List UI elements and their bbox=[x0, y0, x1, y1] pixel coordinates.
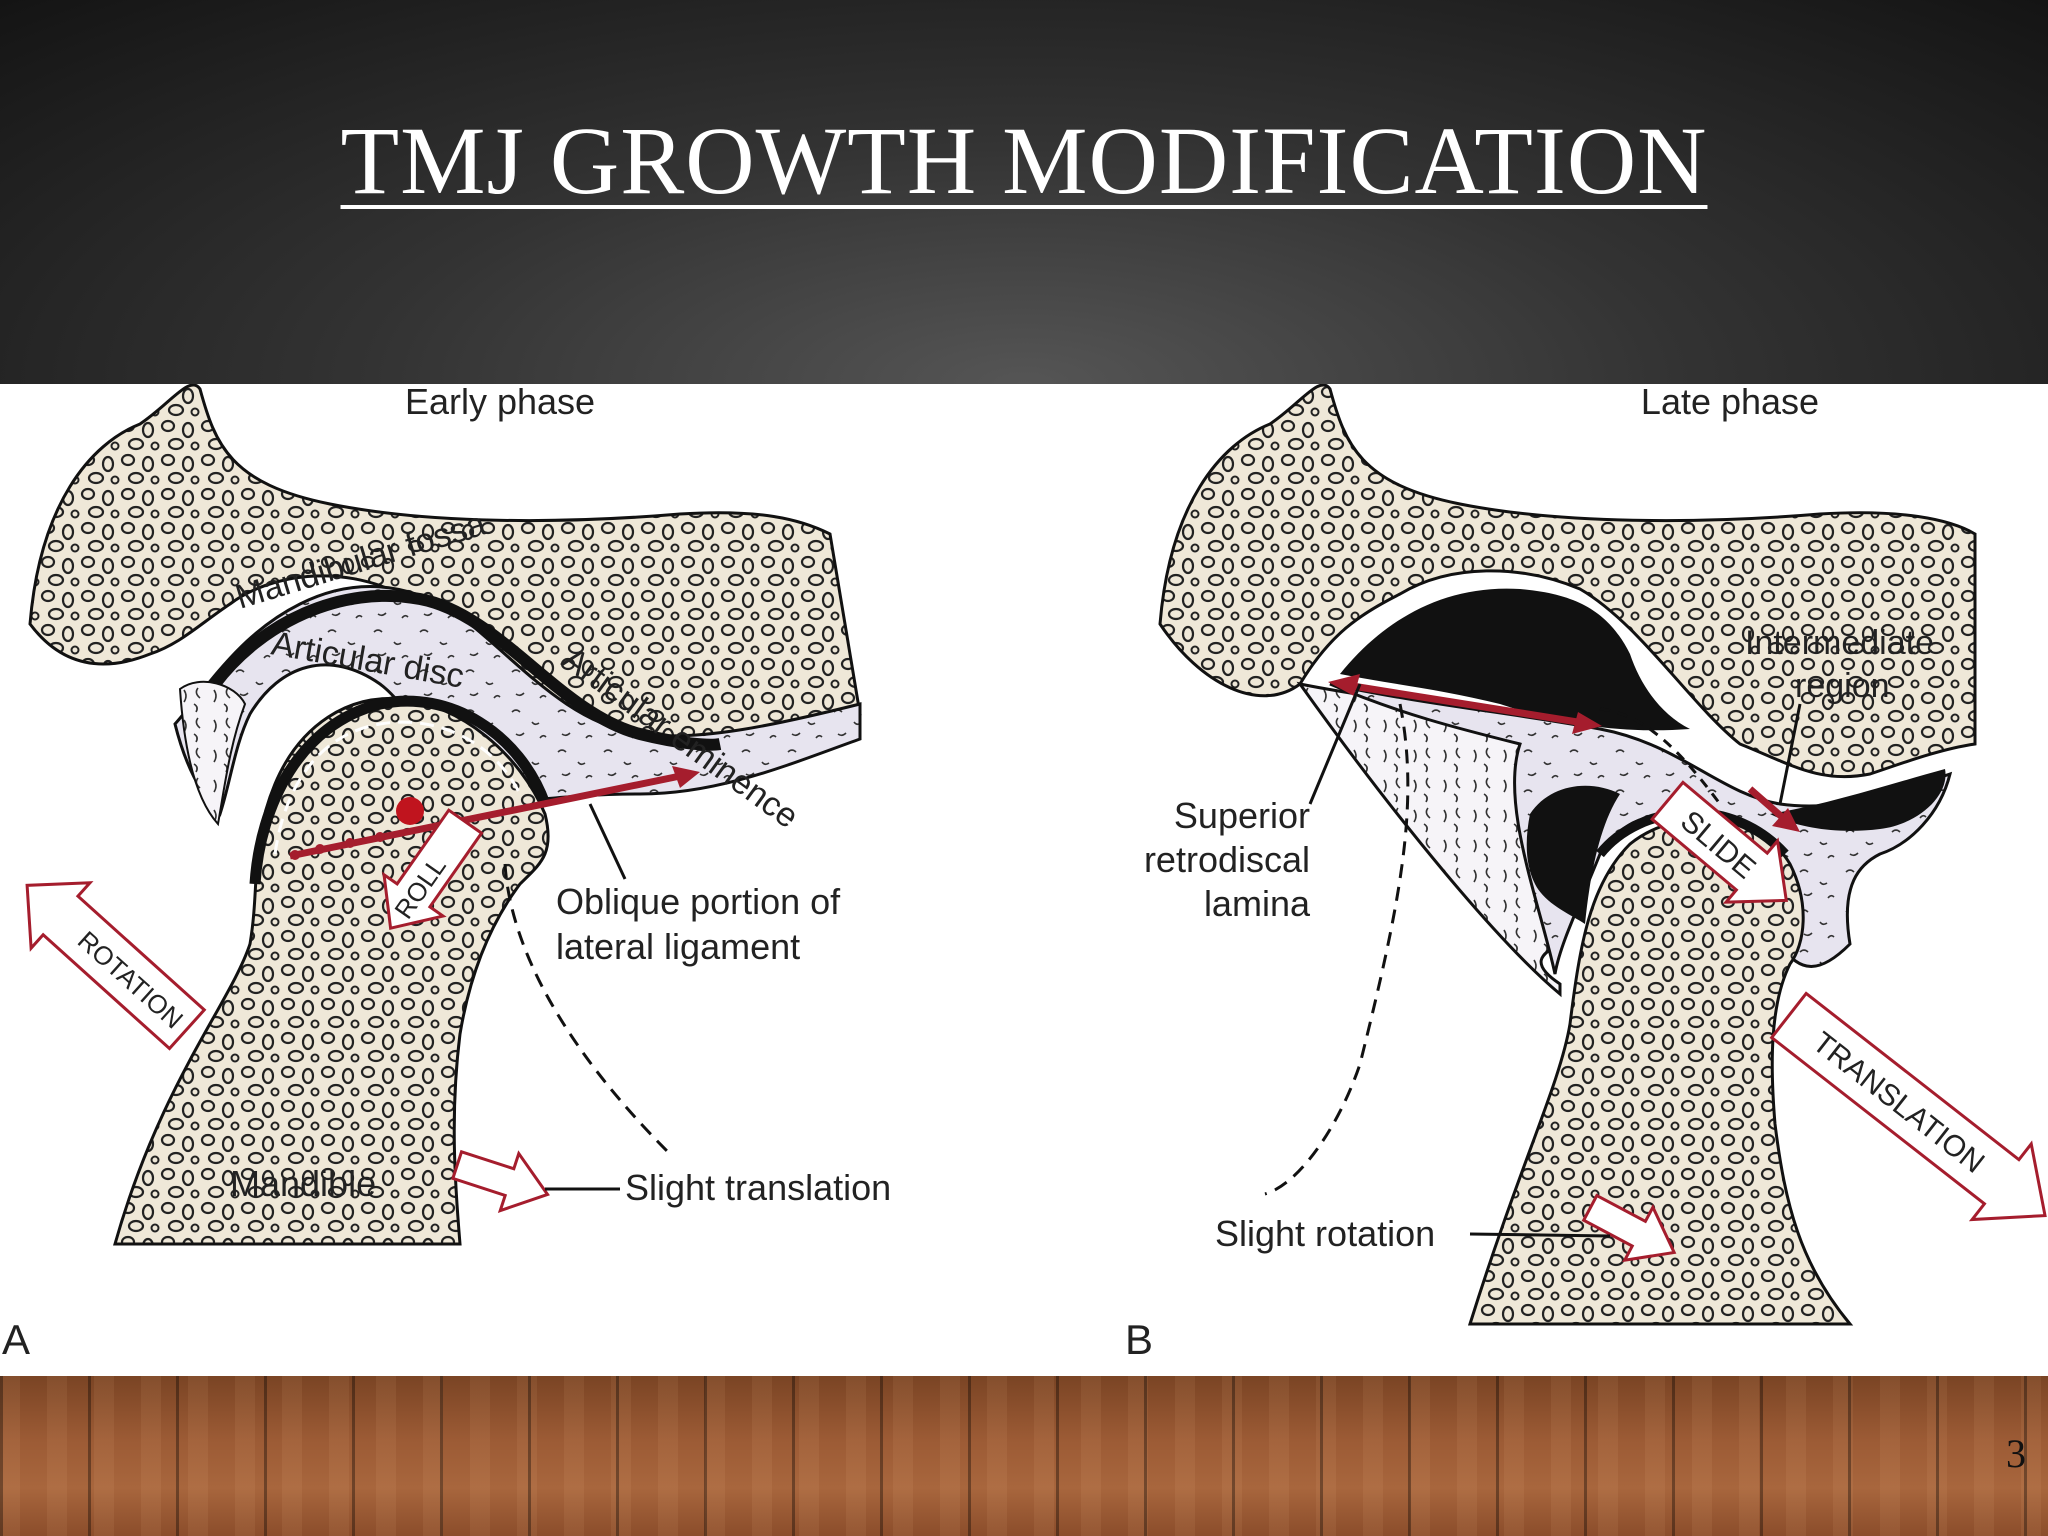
early-phase-label: Early phase bbox=[405, 384, 595, 422]
rotation-axis-arrow-a bbox=[289, 770, 691, 860]
mandible-label: Mandible bbox=[230, 1163, 376, 1204]
tmj-figure: ROLL ROTATION Early phase Mandibular fos… bbox=[0, 381, 2048, 1376]
intermediate-label-line2: region bbox=[1795, 667, 1890, 705]
retrodiscal-tissue-a bbox=[178, 680, 247, 827]
condyle-cartilage-a bbox=[249, 695, 551, 885]
title-background bbox=[0, 0, 2048, 384]
slight-rotation-arrow-b bbox=[1581, 1193, 1677, 1263]
translation-label-b: TRANSLATION bbox=[1806, 1026, 1990, 1180]
lateral-ligament-dashed-a bbox=[503, 863, 672, 1156]
lower-joint-space-b bbox=[1526, 785, 1620, 924]
fossa-black-line-a bbox=[210, 589, 722, 751]
retrodiscal-label-line3: lamina bbox=[1204, 883, 1311, 924]
rotation-axis-dashed-b bbox=[1264, 703, 1410, 1196]
rotation-arrow-a: ROTATION bbox=[25, 881, 207, 1051]
retrodiscal-label-line1: Superior bbox=[1174, 795, 1310, 836]
panel-a-letter: A bbox=[2, 1316, 30, 1363]
tmj-diagram: ROLL ROTATION Early phase Mandibular fos… bbox=[2, 381, 2047, 1363]
panel-a: ROLL ROTATION Early phase Mandibular fos… bbox=[2, 381, 891, 1363]
retrodiscal-label-line2: retrodiscal bbox=[1144, 839, 1310, 880]
late-phase-label: Late phase bbox=[1641, 384, 1819, 422]
anterior-joint-space-b bbox=[1770, 769, 1946, 831]
page-number: 3 bbox=[2006, 1431, 2026, 1476]
slide-title: TMJ GROWTH MODIFICATION bbox=[0, 105, 2048, 216]
intermediate-label-line1: Intermediate bbox=[1745, 624, 1934, 662]
slight-translation-label: Slight translation bbox=[625, 1167, 891, 1208]
ligament-label-line1: Oblique portion of bbox=[556, 881, 841, 922]
temporal-bone-b bbox=[1158, 383, 1977, 779]
panel-b: SLIDE TRANSLATION Late phase Intermediat… bbox=[1125, 381, 2047, 1363]
upper-joint-space-b bbox=[1340, 588, 1690, 731]
slight-rotation-label: Slight rotation bbox=[1215, 1213, 1435, 1254]
rotation-center-dot-a bbox=[396, 797, 424, 825]
wood-floor-background bbox=[0, 1376, 2048, 1536]
disc-movement-arrow-b bbox=[1339, 680, 1591, 728]
slide-title-text: TMJ GROWTH MODIFICATION bbox=[340, 107, 1708, 214]
ligament-label-line2: lateral ligament bbox=[556, 926, 800, 967]
translation-arrow-b: TRANSLATION bbox=[1769, 991, 2047, 1222]
slight-translation-arrow-a bbox=[450, 1149, 550, 1214]
panel-b-letter: B bbox=[1125, 1316, 1153, 1363]
